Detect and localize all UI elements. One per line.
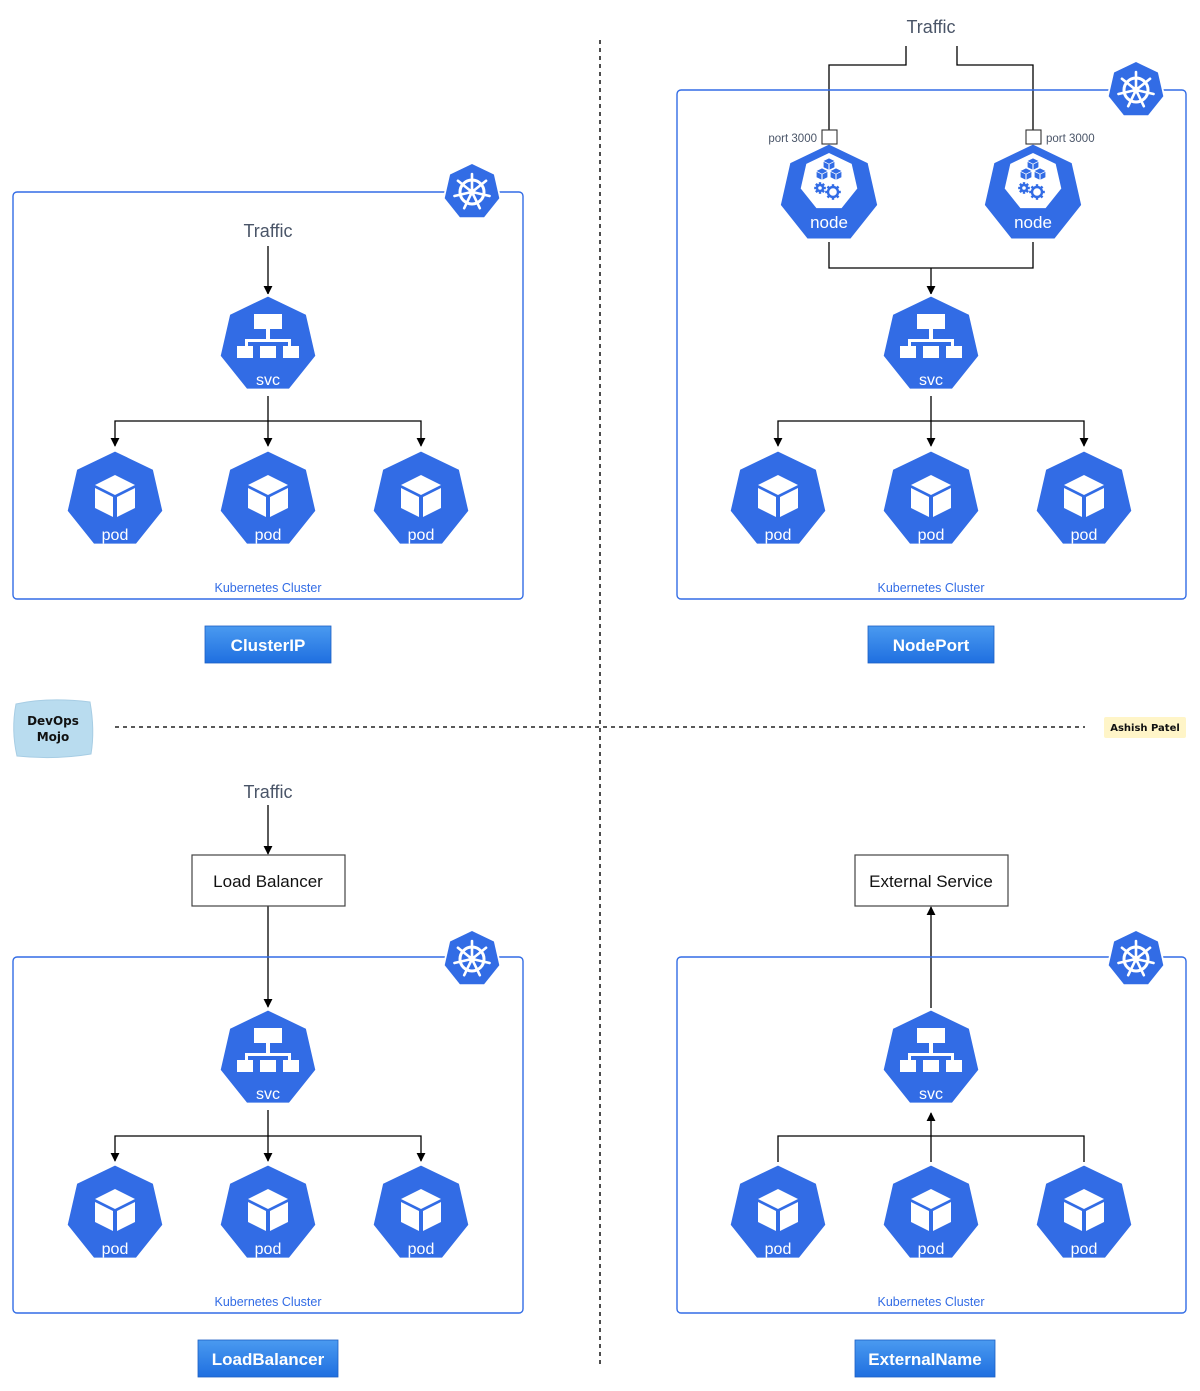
svc-to-pod-arrow [110,420,268,447]
port-label-right: port 3000 [1046,133,1095,145]
external-service-box: External Service [854,854,1009,907]
node-label: node [1014,213,1052,232]
svc-label: svc [256,1086,280,1103]
title-loadbalancer: LoadBalancer [197,1339,339,1378]
pod-cube-icon: pod [218,449,318,546]
cluster-loadbalancer: Kubernetes Cluster [12,956,524,1314]
title-externalname-label: ExternalName [868,1350,981,1369]
pod-label: pod [918,1241,945,1258]
pod-cube-icon: pod [218,1163,318,1260]
cluster-boundary [676,89,1187,600]
node-icon: node [778,142,880,241]
svc-label: svc [256,372,280,389]
cluster-clusterip: Kubernetes Cluster [12,191,524,600]
traffic-label-loadbalancer: Traffic [243,782,292,802]
cluster-externalname: Kubernetes Cluster [676,956,1187,1314]
pod-cube-icon: pod [1034,1163,1134,1260]
pod-cube-icon: pod [881,449,981,546]
title-nodeport: NodePort [867,625,995,664]
pod-merge-line [777,1135,1085,1162]
kubernetes-helm-icon [442,929,502,986]
pod-label: pod [102,527,129,544]
pod-label: pod [1071,527,1098,544]
title-externalname: ExternalName [854,1339,996,1378]
service-icon: svc [881,1008,981,1105]
pod-label: pod [765,1241,792,1258]
devops-badge-line1: DevOps [27,714,79,728]
title-nodeport-label: NodePort [893,636,970,655]
svc-to-pod-arrow [931,420,1089,447]
pod-label: pod [1071,1241,1098,1258]
cluster-label: Kubernetes Cluster [877,581,984,595]
svc-label: svc [919,372,943,389]
k8s-resource-icons: svc pod pod pod node node svc pod pod pod svc pod po… [65,142,1134,1260]
author-badge: Ashish Patel [1104,717,1186,738]
traffic-label-nodeport: Traffic [906,17,955,37]
service-icon: svc [218,1008,318,1105]
service-icon: svc [218,294,318,391]
pod-cube-icon: pod [881,1163,981,1260]
pod-cube-icon: pod [371,1163,471,1260]
load-balancer-label: Load Balancer [213,872,323,891]
pod-cube-icon: pod [65,1163,165,1260]
title-clusterip: ClusterIP [204,625,332,664]
cluster-label: Kubernetes Cluster [214,581,321,595]
cluster-boundary [12,956,524,1314]
devops-mojo-badge: DevOps Mojo [13,699,94,759]
cluster-label: Kubernetes Cluster [214,1295,321,1309]
cluster-boundary [676,956,1187,1314]
pod-label: pod [255,1241,282,1258]
svc-to-pod-arrow [268,1135,426,1162]
kubernetes-helm-icon [1106,60,1166,117]
svc-to-pod-arrow [110,1135,268,1162]
title-clusterip-label: ClusterIP [231,636,306,655]
traffic-split-line [956,46,1034,130]
port-label-left: port 3000 [768,133,817,145]
load-balancer-box: Load Balancer [191,854,346,907]
pod-label: pod [408,527,435,544]
svc-label: svc [919,1086,943,1103]
svc-to-pod-arrow [773,420,931,447]
author-badge-label: Ashish Patel [1110,723,1180,734]
port-nub-right [1025,129,1042,145]
kubernetes-helm-icon [1106,929,1166,986]
traffic-label-clusterip: Traffic [243,221,292,241]
pod-cube-icon: pod [371,449,471,546]
title-loadbalancer-label: LoadBalancer [212,1350,325,1369]
pod-label: pod [255,527,282,544]
cluster-nodeport: Kubernetes Cluster [676,89,1187,600]
pod-cube-icon: pod [65,449,165,546]
pod-cube-icon: pod [728,1163,828,1260]
node-merge-line [828,242,1034,269]
pod-cube-icon: pod [728,449,828,546]
helm-logos [442,60,1166,986]
pod-label: pod [765,527,792,544]
cluster-label: Kubernetes Cluster [877,1295,984,1309]
external-service-label: External Service [869,872,993,891]
pod-label: pod [408,1241,435,1258]
pod-cube-icon: pod [1034,449,1134,546]
port-nub-left [821,129,838,145]
kubernetes-helm-icon [442,162,502,219]
traffic-split-line [828,46,907,130]
devops-badge-line2: Mojo [37,730,70,744]
pod-label: pod [918,527,945,544]
cluster-boundary [12,191,524,600]
node-label: node [810,213,848,232]
service-icon: svc [881,294,981,391]
node-icon: node [982,142,1084,241]
pod-label: pod [102,1241,129,1258]
svc-to-pod-arrow [268,420,426,447]
